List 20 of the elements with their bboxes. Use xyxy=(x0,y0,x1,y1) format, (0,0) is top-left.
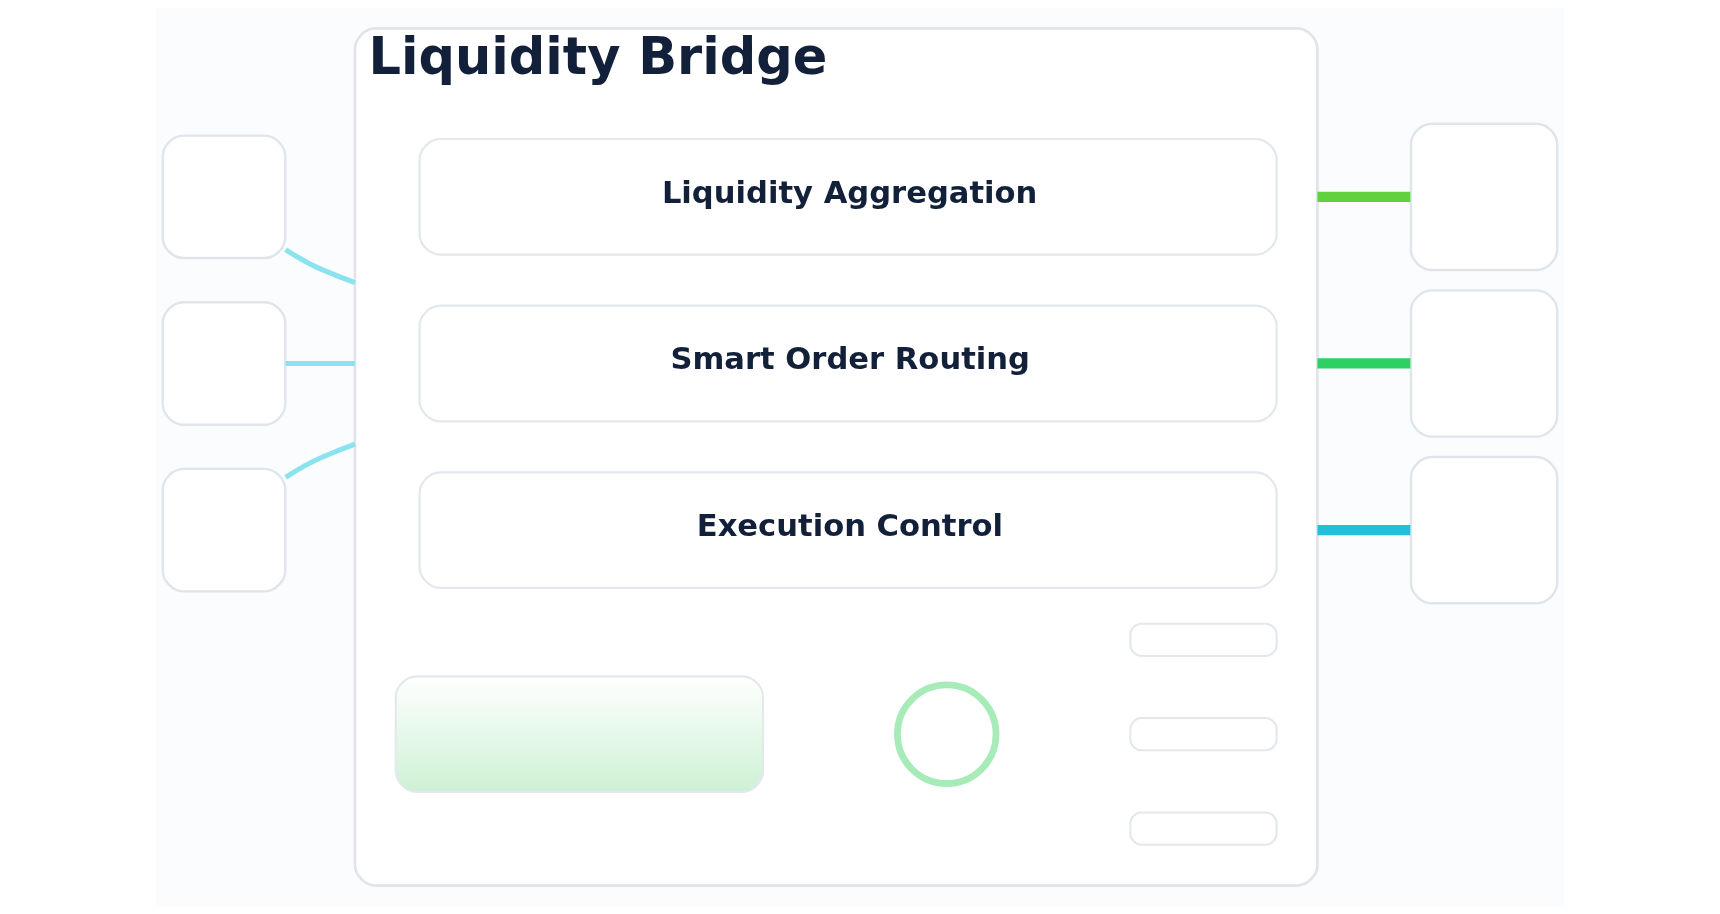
connector xyxy=(1317,358,1411,369)
connector xyxy=(284,441,356,480)
node-bar xyxy=(1129,622,1278,657)
node-box xyxy=(1409,122,1559,272)
node-box xyxy=(161,467,287,593)
node-circle xyxy=(894,681,1000,787)
node-box xyxy=(1409,455,1559,605)
node-box xyxy=(161,301,287,426)
node-bar xyxy=(1129,811,1278,846)
connector xyxy=(284,247,356,286)
node-box: Execution Control xyxy=(418,471,1278,590)
node-box xyxy=(1409,289,1559,438)
node-box xyxy=(161,134,287,260)
connector xyxy=(1317,191,1411,202)
node-picture xyxy=(394,675,765,793)
connector xyxy=(285,360,355,367)
node-box: Smart Order Routing xyxy=(418,304,1278,423)
node-bar xyxy=(1129,717,1278,752)
node-box: Liquidity Aggregation xyxy=(418,137,1278,256)
connector xyxy=(1317,525,1411,536)
